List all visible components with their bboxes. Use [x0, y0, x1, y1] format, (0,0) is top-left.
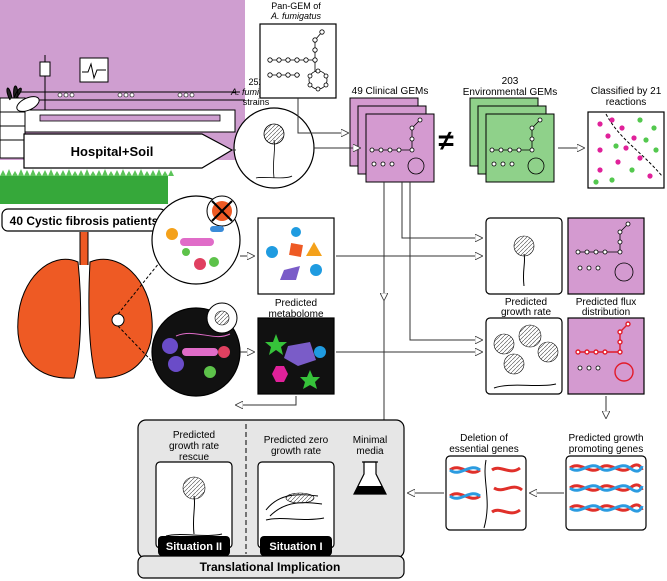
- flux-label-2: distribution: [582, 307, 630, 318]
- top-arrows: [232, 98, 584, 150]
- strains-count: 252: [248, 77, 263, 87]
- translational-label: Translational Implication: [200, 560, 341, 574]
- arrow-metabolome-to-rescue: [236, 396, 297, 405]
- rescue-label-2: growth rate: [169, 441, 219, 452]
- metabolome-box-infected: [257, 317, 335, 395]
- flux-box-healthy: [567, 217, 645, 295]
- promoting-label-1: Predicted growth: [568, 433, 643, 444]
- minimal-label-2: media: [356, 446, 384, 457]
- metabolome-label-2: metabolome: [268, 309, 323, 320]
- rescue-label-3: rescue: [179, 452, 209, 463]
- pangem-line1: Pan-GEM of: [271, 1, 321, 11]
- deletion-label-1: Deletion of: [460, 433, 508, 444]
- microbiome-circle-infected: [151, 302, 241, 397]
- situation2-pill: [158, 536, 230, 556]
- microbiome-circle-healthy: [151, 195, 241, 285]
- env-gems-label: Environmental GEMs: [463, 87, 557, 98]
- classified-line1: Classified by 21: [591, 86, 662, 97]
- metabolome-box-healthy: [257, 217, 335, 295]
- clinical-gems-stack: [349, 97, 435, 183]
- zero-growth-box: [257, 461, 335, 549]
- minimal-label-1: Minimal: [353, 435, 387, 446]
- growth-rate-box-healthy: [485, 217, 563, 295]
- rescue-label-1: Predicted: [173, 430, 215, 441]
- fungus-icon: [255, 123, 293, 179]
- middle-arrows: [336, 182, 482, 420]
- pangem-line2: A. fumigatus: [270, 11, 322, 21]
- flask-icon: [353, 461, 387, 495]
- patients-label: 40 Cystic fibrosis patients: [10, 214, 159, 228]
- network-icon: [267, 29, 329, 92]
- flux-box-infected: [567, 317, 645, 395]
- strains-word: strains: [243, 97, 270, 107]
- hospital-soil-callout: [23, 133, 234, 169]
- not-equal-sign: ≠: [438, 125, 453, 156]
- hospital-soil-label: Hospital+Soil: [71, 144, 154, 159]
- strains-species: A. fumigatus: [230, 87, 282, 97]
- situation2-label: Situation II: [166, 541, 222, 553]
- deletion-label-2: essential genes: [449, 444, 519, 455]
- growth-label-1: Predicted: [505, 297, 547, 308]
- microbiome-arrows: [240, 256, 254, 352]
- hospital-room-illustration: [0, 0, 245, 160]
- zero-label-2: growth rate: [271, 446, 321, 457]
- flux-label-1: Predicted flux: [576, 297, 637, 308]
- clinical-gems-label: 49 Clinical GEMs: [352, 86, 429, 97]
- situation1-pill: [260, 536, 332, 556]
- dna-box-deletion: [445, 455, 527, 531]
- situation1-label: Situation I: [269, 541, 322, 553]
- rescue-fungus-box: [155, 461, 233, 549]
- growth-label-2: growth rate: [501, 307, 551, 318]
- dna-box-promoting: [565, 455, 647, 531]
- env-count: 203: [502, 76, 519, 87]
- growth-rate-box-infected: [485, 317, 563, 395]
- zero-label-1: Predicted zero: [264, 435, 329, 446]
- classified-line2: reactions: [606, 97, 647, 108]
- lungs-illustration: [17, 232, 177, 381]
- grass-strip: [0, 169, 174, 204]
- metabolome-label-1: Predicted: [275, 298, 317, 309]
- promoting-label-2: promoting genes: [569, 444, 644, 455]
- environmental-gems-stack: [469, 97, 555, 183]
- classification-scatter: [593, 113, 663, 185]
